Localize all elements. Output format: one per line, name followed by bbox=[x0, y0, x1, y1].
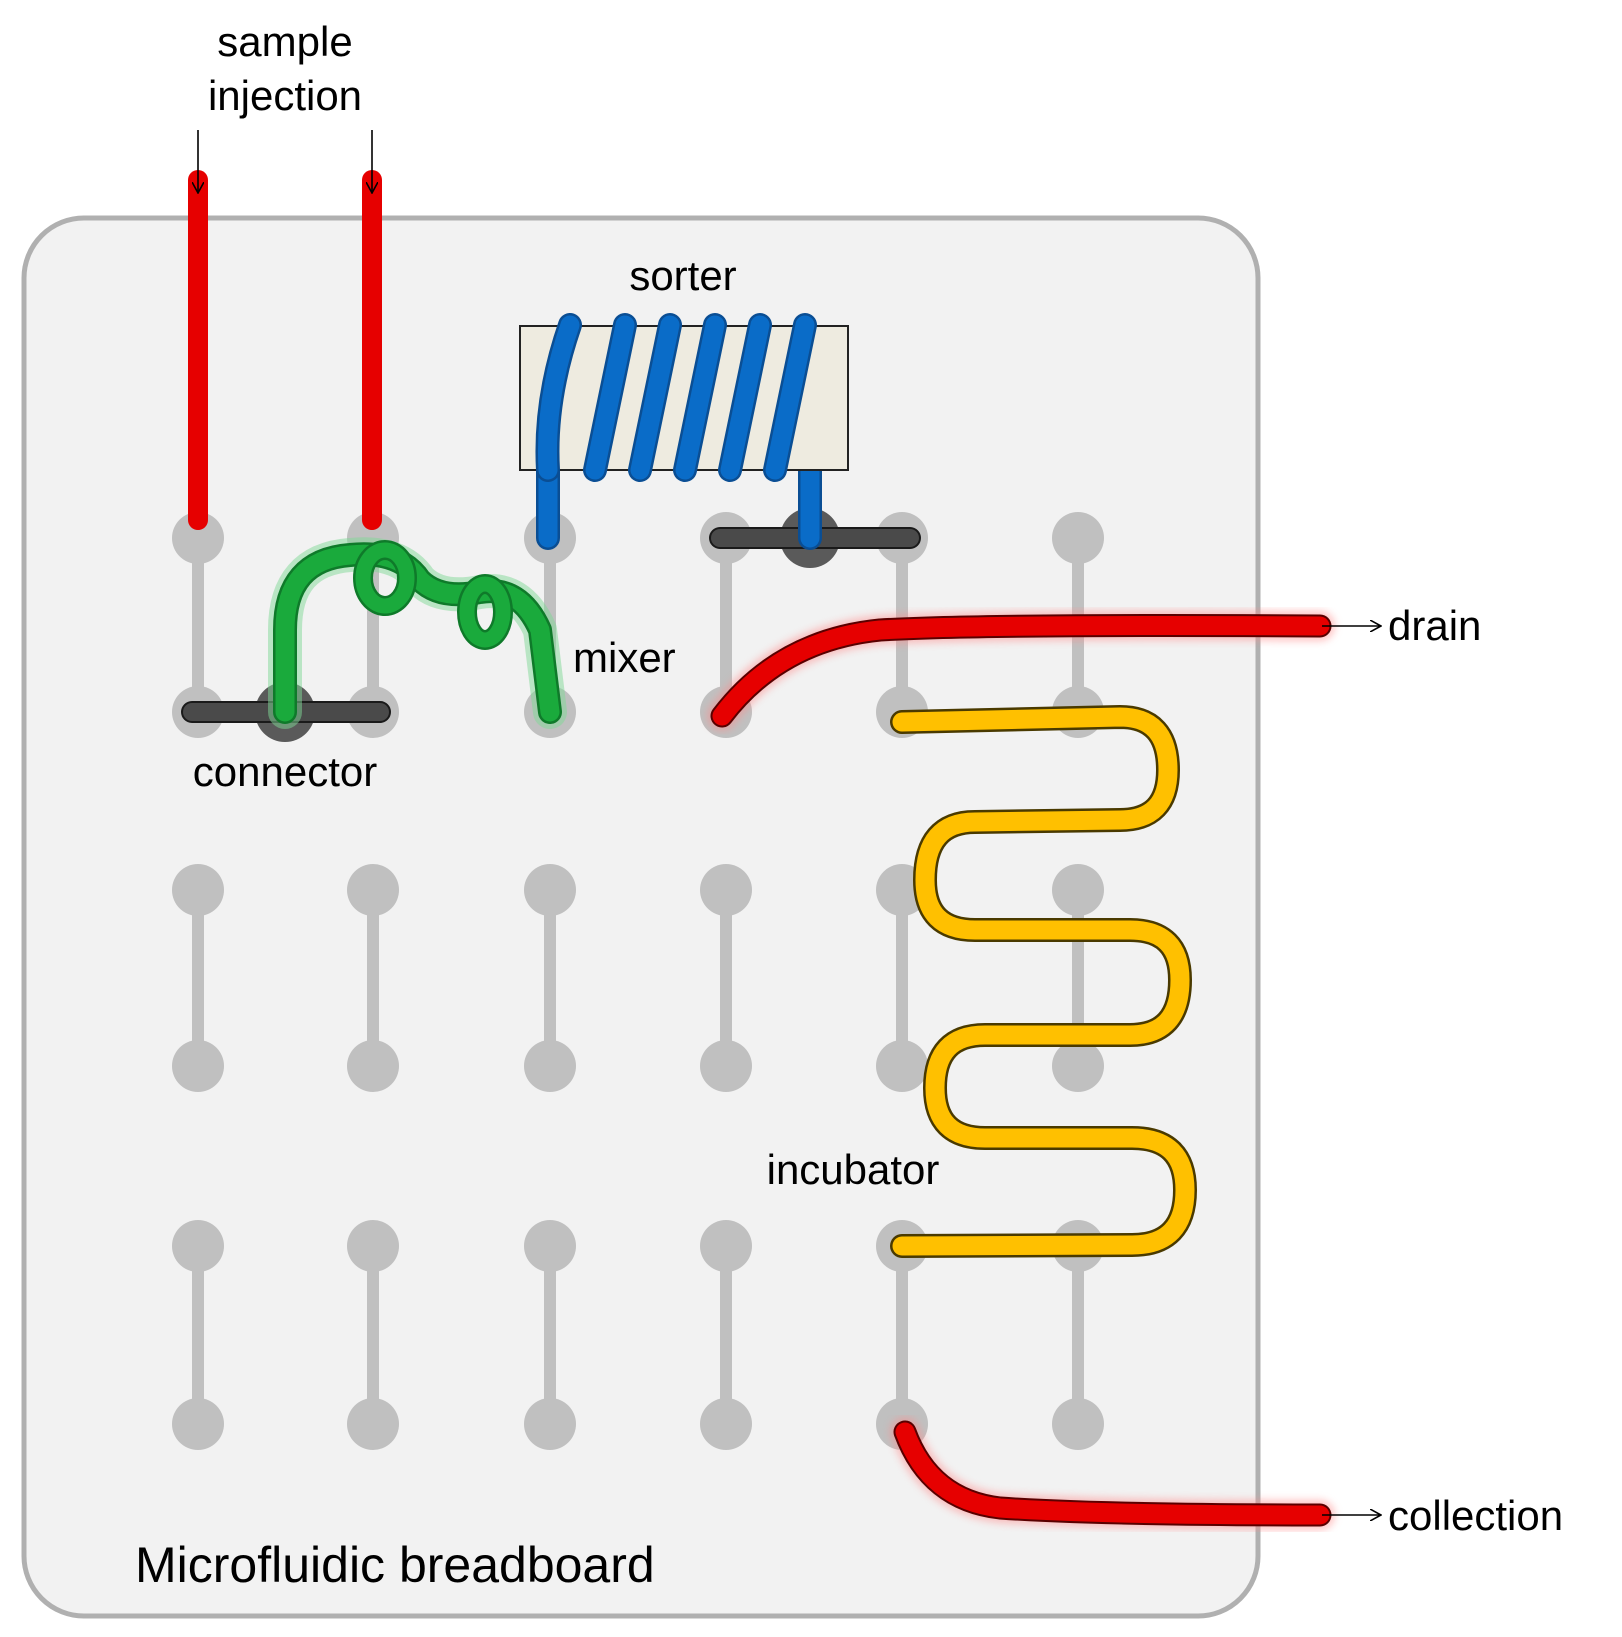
label-incubator: incubator bbox=[767, 1146, 940, 1193]
label-collection: collection bbox=[1388, 1492, 1563, 1539]
label-sample: sample bbox=[217, 18, 352, 65]
label-mixer: mixer bbox=[573, 634, 676, 681]
incubator-tube bbox=[890, 705, 1197, 1258]
sample-injection-tubes bbox=[183, 165, 387, 535]
label-drain: drain bbox=[1388, 602, 1481, 649]
drain-tube bbox=[707, 610, 1335, 731]
sorter bbox=[519, 313, 849, 550]
label-board-title: Microfluidic breadboard bbox=[135, 1537, 655, 1593]
collection-tube bbox=[890, 1417, 1335, 1530]
mixer-tube bbox=[268, 537, 567, 729]
label-connector: connector bbox=[193, 748, 377, 795]
label-injection: injection bbox=[208, 72, 362, 119]
label-sorter: sorter bbox=[629, 252, 736, 299]
node-grid bbox=[192, 532, 1084, 1430]
